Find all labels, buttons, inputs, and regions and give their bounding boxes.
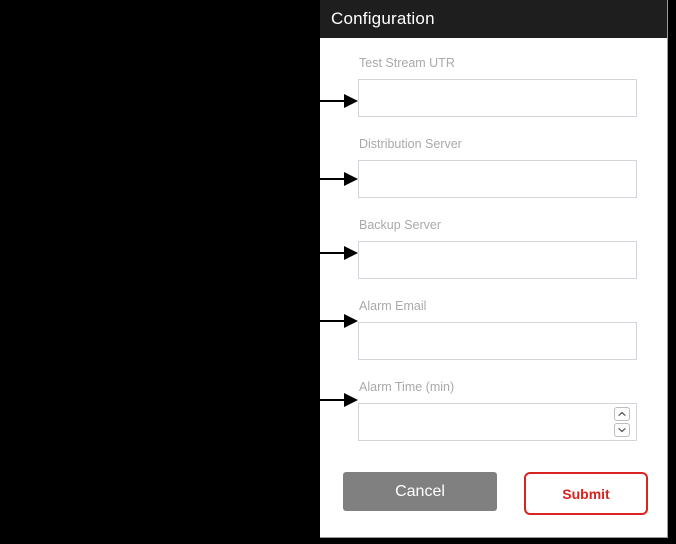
label-test-stream-utr: Test Stream UTR [359,56,455,70]
input-alarm-time[interactable] [358,403,637,441]
label-alarm-time: Alarm Time (min) [359,380,455,394]
input-test-stream-utr[interactable] [358,79,637,117]
field-alarm-time: Alarm Time (min) [358,379,637,441]
number-spinner [614,407,630,437]
spinner-up-icon[interactable] [614,407,630,421]
field-backup-server: Backup Server [358,217,637,279]
input-backup-server[interactable] [358,241,637,279]
dialog-title: Configuration [331,9,435,28]
label-alarm-email: Alarm Email [359,299,427,313]
configuration-dialog: Configuration Test Stream UTR Distributi… [320,0,668,538]
submit-button[interactable]: Submit [524,472,648,515]
label-distribution-server: Distribution Server [359,137,462,151]
modal-backdrop[interactable] [0,0,320,544]
input-distribution-server[interactable] [358,160,637,198]
field-distribution-server: Distribution Server [358,136,637,198]
spinner-down-icon[interactable] [614,423,630,437]
dialog-body: Test Stream UTR Distribution Server Back… [320,38,667,441]
dialog-button-row: Cancel Submit [320,472,668,518]
cancel-button[interactable]: Cancel [343,472,497,511]
input-alarm-email[interactable] [358,322,637,360]
dialog-header: Configuration [320,0,667,38]
label-backup-server: Backup Server [359,218,441,232]
field-alarm-email: Alarm Email [358,298,637,360]
alarm-time-stepper [358,403,637,441]
field-test-stream-utr: Test Stream UTR [358,55,637,117]
